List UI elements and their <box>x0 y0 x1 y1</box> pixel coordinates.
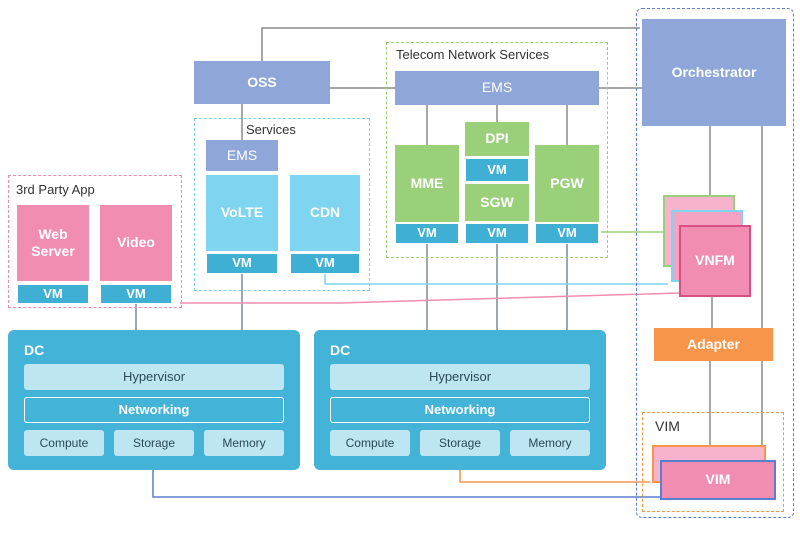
services-label: Services <box>244 122 298 137</box>
dc-left-networking[interactable]: Networking <box>24 397 284 423</box>
pgw-box[interactable]: PGW <box>535 145 599 222</box>
dc-right[interactable]: DC Hypervisor Networking Compute Storage… <box>314 330 606 470</box>
dc-vim-orange-link <box>459 470 650 483</box>
dc-left-memory[interactable]: Memory <box>204 430 284 456</box>
adapter-box[interactable]: Adapter <box>654 328 773 361</box>
dpi-box[interactable]: DPI <box>465 122 529 156</box>
volte-box[interactable]: VoLTE <box>206 175 278 251</box>
dc-left-compute[interactable]: Compute <box>24 430 104 456</box>
dc-left-title: DC <box>24 342 45 358</box>
vim-group-label: VIM <box>655 418 680 434</box>
vim-box[interactable]: VIM <box>660 460 776 500</box>
vnfm-cyan-link <box>324 274 668 285</box>
cdn-vm[interactable]: VM <box>290 253 360 274</box>
telecom-services-label: Telecom Network Services <box>394 47 552 62</box>
oss-orchestrator-link <box>261 27 640 61</box>
vim-group <box>642 412 784 512</box>
dpi-vm[interactable]: VM <box>465 158 529 182</box>
services-group <box>194 118 370 291</box>
pgw-vm[interactable]: VM <box>535 223 599 244</box>
volte-vm[interactable]: VM <box>206 253 278 274</box>
video-box[interactable]: Video <box>100 205 172 281</box>
third-party-group <box>8 175 182 308</box>
cdn-box[interactable]: CDN <box>290 175 360 251</box>
dc-left-hypervisor[interactable]: Hypervisor <box>24 364 284 390</box>
dc-right-compute[interactable]: Compute <box>330 430 410 456</box>
oss-box[interactable]: OSS <box>194 61 330 104</box>
dc-right-hypervisor[interactable]: Hypervisor <box>330 364 590 390</box>
sgw-vm[interactable]: VM <box>465 223 529 244</box>
vnfm-box[interactable]: VNFM <box>679 225 751 297</box>
orchestrator-box[interactable]: Orchestrator <box>642 19 786 126</box>
ems-telecom-box[interactable]: EMS <box>395 71 599 105</box>
dc-right-memory[interactable]: Memory <box>510 430 590 456</box>
dc-left[interactable]: DC Hypervisor Networking Compute Storage… <box>8 330 300 470</box>
sgw-box[interactable]: SGW <box>465 184 529 221</box>
web-server-box[interactable]: Web Server <box>17 205 89 281</box>
dc-vim-blue-link <box>152 470 660 498</box>
dc-right-networking[interactable]: Networking <box>330 397 590 423</box>
third-party-label: 3rd Party App <box>16 182 95 197</box>
orchestration-group <box>636 8 794 518</box>
dc-right-storage[interactable]: Storage <box>420 430 500 456</box>
telecom-services-group <box>386 42 608 258</box>
web-server-vm[interactable]: VM <box>17 284 89 304</box>
mme-box[interactable]: MME <box>395 145 459 222</box>
dc-right-title: DC <box>330 342 351 358</box>
dc-left-storage[interactable]: Storage <box>114 430 194 456</box>
ems-services-box[interactable]: EMS <box>206 140 278 171</box>
video-vm[interactable]: VM <box>100 284 172 304</box>
mme-vm[interactable]: VM <box>395 223 459 244</box>
vnfm-pink-link <box>180 292 681 304</box>
